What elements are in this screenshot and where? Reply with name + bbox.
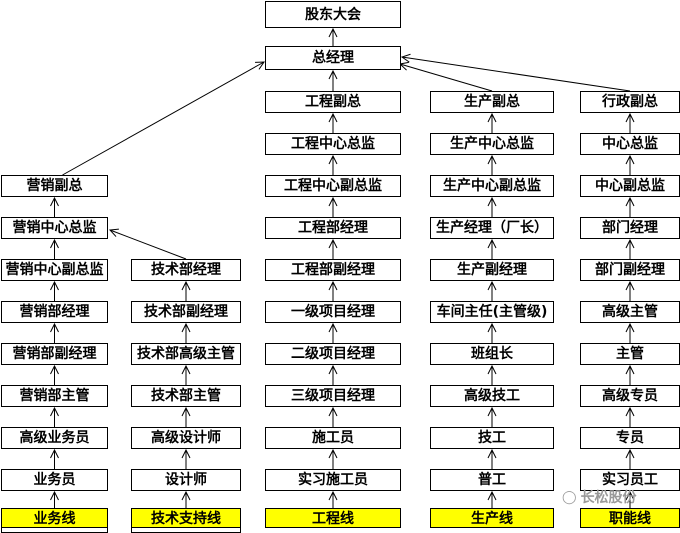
node-functional-4: 部门副经理 [580,259,680,281]
node-production-4: 生产副经理 [430,259,554,281]
arrow-tech-to-sales-director [110,230,187,260]
node-production-2: 生产中心副总监 [430,175,554,197]
node-tech_support-1: 技术部副经理 [131,301,241,323]
node-engineering-0: 工程副总 [265,91,401,113]
node-sales-4: 营销部副经理 [1,343,108,365]
node-tech_support-0: 技术部经理 [131,259,241,281]
node-engineering-4: 工程部副经理 [265,259,401,281]
arrow-functional-to-gm [402,57,631,92]
node-functional-1: 中心总监 [580,133,680,155]
node-engineering-3: 工程部经理 [265,217,401,239]
node-engineering-5: 一级项目经理 [265,301,401,323]
footer-production-line: 生产线 [430,508,554,528]
node-sales-6: 高级业务员 [1,427,108,449]
node-production-1: 生产中心总监 [430,133,554,155]
footer-sales-line: 业务线 [1,508,108,528]
node-engineering-1: 工程中心总监 [265,133,401,155]
node-general-manager: 总经理 [265,46,401,70]
node-functional-6: 主管 [580,343,680,365]
node-engineering-7: 三级项目经理 [265,385,401,407]
wechat-icon: ◯ [562,489,577,505]
node-engineering-6: 二级项目经理 [265,343,401,365]
node-shareholders-meeting: 股东大会 [265,1,401,28]
node-tech_support-3: 技术部主管 [131,385,241,407]
node-functional-7: 高级专员 [580,385,680,407]
footer-functional-line: 职能线 [580,508,680,528]
node-functional-0: 行政副总 [580,91,680,113]
node-engineering-8: 施工员 [265,427,401,449]
node-engineering-2: 工程中心副总监 [265,175,401,197]
node-production-8: 技工 [430,427,554,449]
node-sales-2: 营销中心副总监 [1,259,108,281]
node-functional-5: 高级主管 [580,301,680,323]
node-sales-7: 业务员 [1,469,108,491]
node-production-6: 班组长 [430,343,554,365]
arrow-production-to-gm [400,64,493,92]
arrow-sales-to-gm [62,62,265,176]
node-production-9: 普工 [430,469,554,491]
watermark-text: 长松股份 [580,490,637,506]
watermark: ◯ 长松股份 [562,487,637,507]
node-functional-9: 实习员工 [580,469,680,491]
node-tech_support-4: 高级设计师 [131,427,241,449]
node-production-5: 车间主任(主管级) [430,301,554,323]
node-sales-1: 营销中心总监 [1,217,108,239]
node-functional-2: 中心副总监 [580,175,680,197]
node-production-3: 生产经理（厂长） [430,217,554,239]
footer-engineering-line: 工程线 [265,508,401,528]
footer-tech-support-line: 技术支持线 [131,508,241,528]
node-functional-8: 专员 [580,427,680,449]
node-sales-3: 营销部经理 [1,301,108,323]
node-sales-5: 营销部主管 [1,385,108,407]
node-tech_support-2: 技术部高级主管 [131,343,241,365]
node-production-0: 生产副总 [430,91,554,113]
node-functional-3: 部门经理 [580,217,680,239]
node-production-7: 高级技工 [430,385,554,407]
node-engineering-9: 实习施工员 [265,469,401,491]
node-sales-0: 营销副总 [1,175,108,197]
node-tech_support-5: 设计师 [131,469,241,491]
